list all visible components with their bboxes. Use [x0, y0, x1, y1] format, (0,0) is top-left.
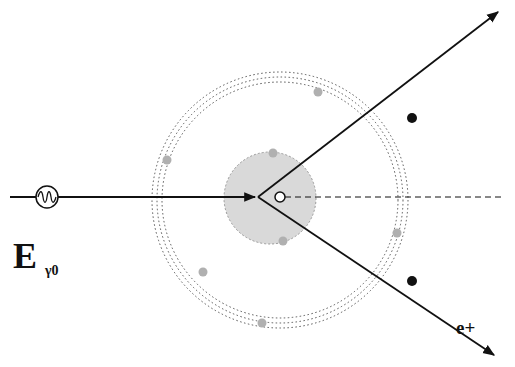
positron: [407, 276, 417, 286]
electron-track: [258, 12, 498, 197]
photon-symbol: [36, 186, 58, 208]
particle-label: e+: [456, 318, 475, 337]
photon-wave: [38, 192, 56, 203]
electrons: [163, 88, 402, 328]
positron-track: [258, 197, 494, 355]
electron: [407, 113, 417, 123]
nucleus-region: [224, 152, 316, 244]
energy-symbol: E: [13, 238, 37, 274]
energy-subscript: γ0: [45, 264, 59, 278]
original-direction: [285, 197, 505, 198]
nucleus: [275, 192, 285, 202]
